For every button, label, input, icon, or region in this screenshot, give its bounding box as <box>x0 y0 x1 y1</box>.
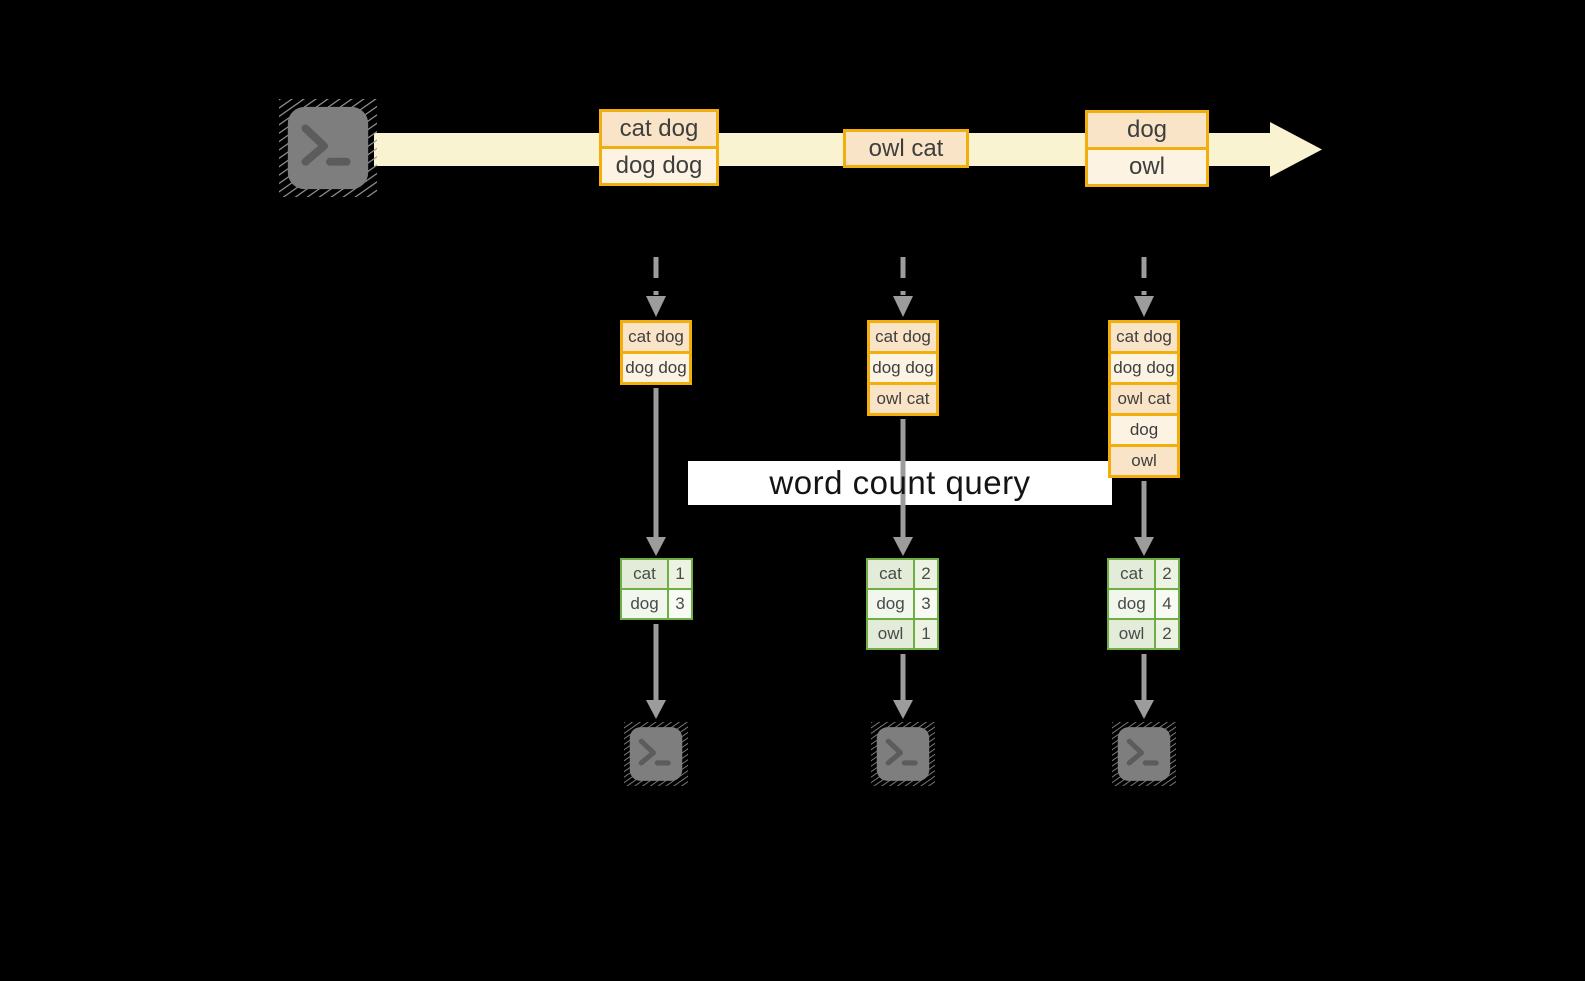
result-count: 3 <box>915 590 937 618</box>
input-record: dog dog <box>1111 354 1177 382</box>
result-word: dog <box>1109 590 1154 618</box>
input-record: owl cat <box>1111 385 1177 413</box>
sink-arrowheads <box>646 700 1154 719</box>
input-table-2: cat dog dog dog owl cat <box>867 320 939 416</box>
result-count: 4 <box>1156 590 1178 618</box>
stream-record: owl <box>1088 150 1206 184</box>
result-count: 3 <box>669 590 691 618</box>
stream-batch-1: cat dog dog dog <box>599 109 719 186</box>
input-table-1: cat dog dog dog <box>620 320 692 385</box>
result-count: 2 <box>915 560 937 588</box>
result-count: 1 <box>669 560 691 588</box>
stream-record: dog <box>1088 113 1206 147</box>
result-word: dog <box>868 590 913 618</box>
sink-terminal-icon-1 <box>624 722 688 786</box>
result-table-2: cat 2 dog 3 owl 1 <box>866 558 939 650</box>
result-word: owl <box>1109 620 1154 648</box>
sink-terminal-icon-3 <box>1112 722 1176 786</box>
input-record: cat dog <box>870 323 936 351</box>
stream-record: dog dog <box>602 149 716 183</box>
input-record: owl <box>1111 447 1177 475</box>
stream-record: owl cat <box>846 132 966 165</box>
result-word: owl <box>868 620 913 648</box>
input-record: dog dog <box>870 354 936 382</box>
query-band <box>688 461 1112 505</box>
sink-arrows <box>653 624 1147 701</box>
result-word: cat <box>868 560 913 588</box>
stream-record: cat dog <box>602 112 716 146</box>
result-word: cat <box>622 560 667 588</box>
input-record: dog dog <box>623 354 689 382</box>
sink-terminal-icon-2 <box>871 722 935 786</box>
stream-batch-2: owl cat <box>843 129 969 168</box>
result-table-1: cat 1 dog 3 <box>620 558 693 620</box>
input-record: dog <box>1111 416 1177 444</box>
input-table-3: cat dog dog dog owl cat dog owl <box>1108 320 1180 478</box>
result-table-3: cat 2 dog 4 owl 2 <box>1107 558 1180 650</box>
stream-batch-3: dog owl <box>1085 110 1209 187</box>
result-word: cat <box>1109 560 1154 588</box>
input-record: cat dog <box>1111 323 1177 351</box>
input-record: owl cat <box>870 385 936 413</box>
result-count: 1 <box>915 620 937 648</box>
query-arrows <box>653 388 1147 538</box>
dashed-arrowheads <box>646 296 1154 317</box>
input-record: cat dog <box>623 323 689 351</box>
result-count: 2 <box>1156 620 1178 648</box>
result-word: dog <box>622 590 667 618</box>
dashed-ingest-arrows <box>653 257 1147 295</box>
source-terminal-icon <box>279 99 377 197</box>
query-arrowheads <box>646 537 1154 556</box>
result-count: 2 <box>1156 560 1178 588</box>
